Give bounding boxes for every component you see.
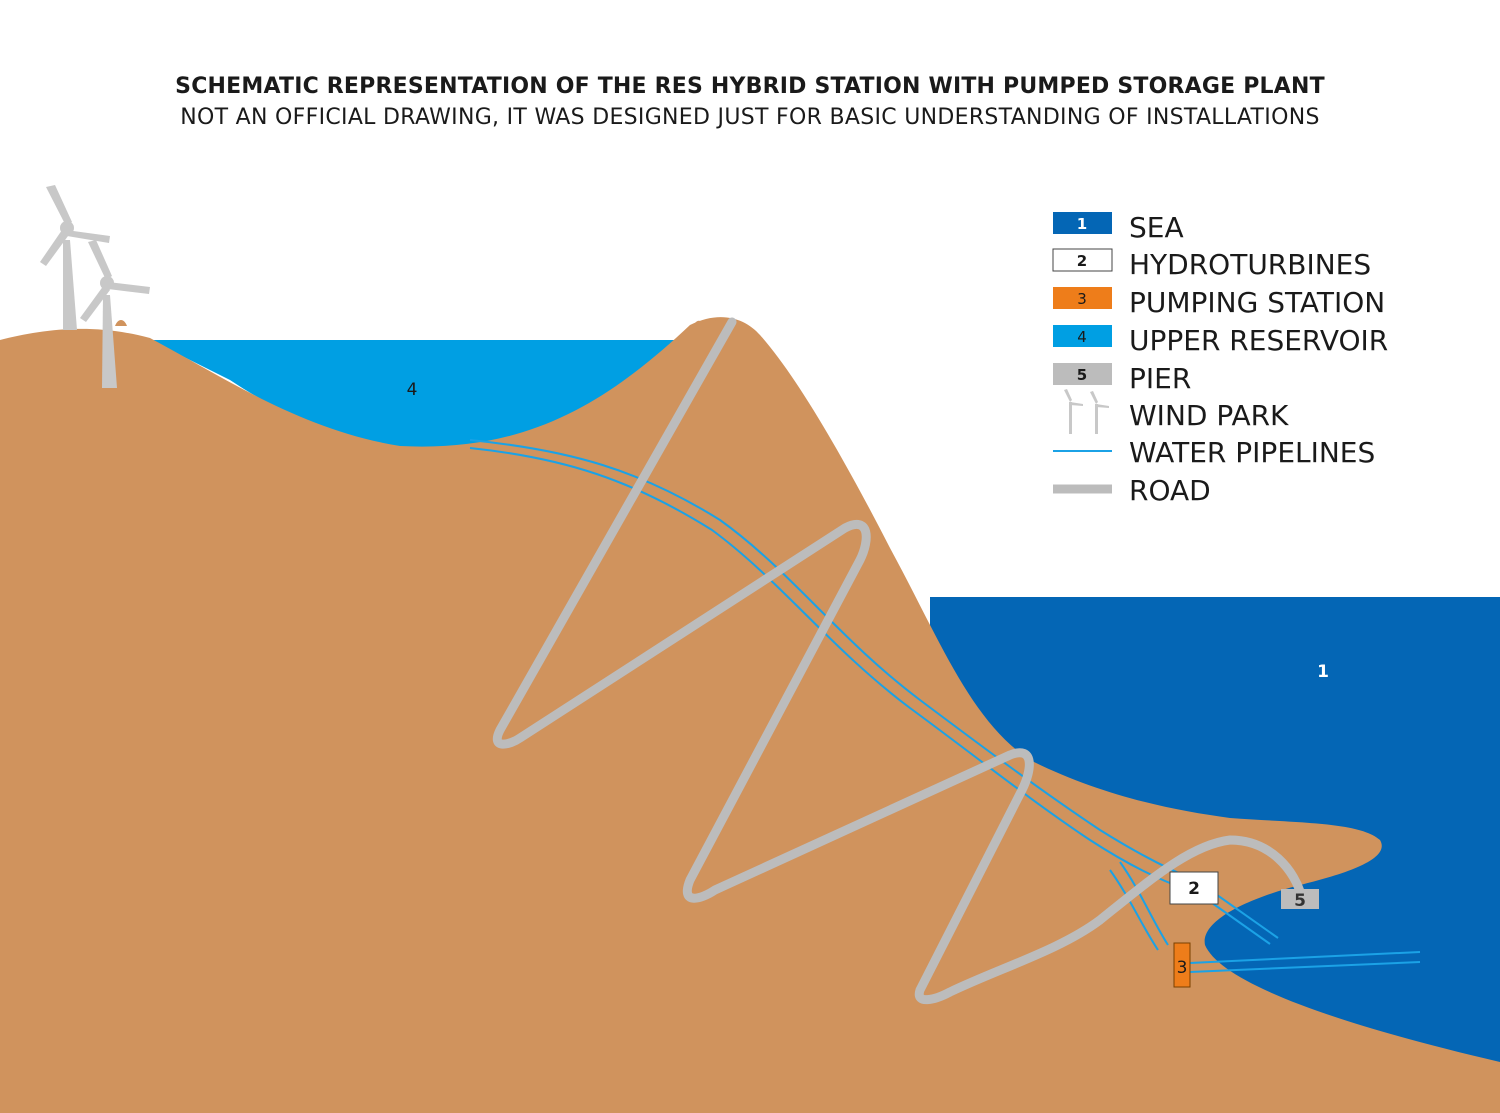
wind-turbine-tower: [102, 295, 117, 388]
wind-turbine-tower: [63, 240, 77, 330]
road: [493, 317, 1307, 1005]
wind-turbine-hub: [60, 221, 74, 235]
wind-turbine-blade: [80, 285, 110, 322]
wind-turbine-blade: [46, 185, 72, 226]
wind-turbine-blade: [108, 282, 150, 294]
legend-label-pier: PIER: [1129, 362, 1191, 395]
legend-label-wind-park: WIND PARK: [1129, 399, 1289, 432]
title-block: SCHEMATIC REPRESENTATION OF THE RES HYBR…: [0, 74, 1500, 130]
pipeline-pump-outlet-a: [1189, 951, 1421, 964]
water-pipelines: [469, 439, 1421, 973]
legend-swatch-pier: [1053, 363, 1112, 385]
wind-turbine-blade: [1070, 402, 1083, 406]
legend-label-upper-reservoir: UPPER RESERVOIR: [1129, 324, 1388, 357]
legend-num-sea: 1: [1077, 215, 1087, 233]
pumping-station-box: [1173, 942, 1191, 988]
legend-swatch-hydroturbines: [1052, 248, 1113, 272]
hydroturbines-tag: 2: [1188, 879, 1200, 899]
wind-turbine-blade: [88, 240, 112, 280]
pipeline-pump-outlet-b: [1189, 961, 1421, 973]
legend-swatch-sea: [1053, 212, 1112, 234]
hill-bump-left: [115, 320, 127, 326]
legend-num-hydroturbines: 2: [1077, 252, 1087, 270]
legend-wind-park-icon: [1064, 389, 1109, 434]
diagram-subtitle: NOT AN OFFICIAL DRAWING, IT WAS DESIGNED…: [180, 105, 1320, 130]
wind-turbine-blade: [1096, 404, 1109, 408]
legend-label-water-pipelines: WATER PIPELINES: [1129, 436, 1375, 469]
wind-turbine-hub: [100, 276, 114, 290]
pipeline-turbine-outlet-a: [1209, 889, 1279, 939]
wind-turbine-blade: [66, 230, 110, 243]
hydroturbines-box: [1169, 871, 1219, 905]
pipeline-turbine-outlet-b: [1204, 897, 1271, 945]
wind-turbine-blade: [1090, 391, 1098, 404]
upper-reservoir-tag: 4: [407, 380, 418, 400]
pipeline-main-upper: [469, 439, 1196, 881]
legend-label-pumping-station: PUMPING STATION: [1129, 286, 1385, 319]
legend-label-sea: SEA: [1129, 211, 1184, 244]
wind-turbine-left: [40, 185, 110, 330]
legend-num-upper-reservoir: 4: [1077, 328, 1087, 346]
diagram-title: SCHEMATIC REPRESENTATION OF THE RES HYBR…: [175, 74, 1325, 99]
wind-turbine-tower: [1095, 404, 1098, 434]
legend: 1 SEA 2 HYDROTURBINES 3 PUMPING STATION …: [1052, 211, 1388, 507]
pier-box: [1281, 889, 1319, 909]
wind-turbine-blade: [40, 230, 68, 266]
legend-swatch-upper-reservoir: [1053, 325, 1112, 347]
sea-tag: 1: [1317, 662, 1329, 682]
pipeline-to-pump-b: [1109, 869, 1159, 951]
land-area: [0, 317, 1500, 1113]
legend-num-pier: 5: [1077, 366, 1087, 384]
pipeline-to-pump-a: [1119, 861, 1169, 946]
legend-label-hydroturbines: HYDROTURBINES: [1129, 248, 1371, 281]
wind-turbine-blade: [1064, 389, 1072, 402]
legend-swatch-pumping-station: [1053, 287, 1112, 309]
wind-turbine-right: [80, 240, 150, 388]
wind-turbine-tower: [1069, 402, 1072, 434]
legend-num-pumping-station: 3: [1077, 290, 1087, 308]
pipeline-main-lower: [469, 447, 1189, 891]
pier-tag: 5: [1294, 891, 1306, 911]
legend-label-road: ROAD: [1129, 474, 1211, 507]
upper-reservoir-area: [150, 340, 680, 450]
pumping-station-tag: 3: [1177, 958, 1188, 978]
hill-bump-right: [692, 320, 724, 330]
